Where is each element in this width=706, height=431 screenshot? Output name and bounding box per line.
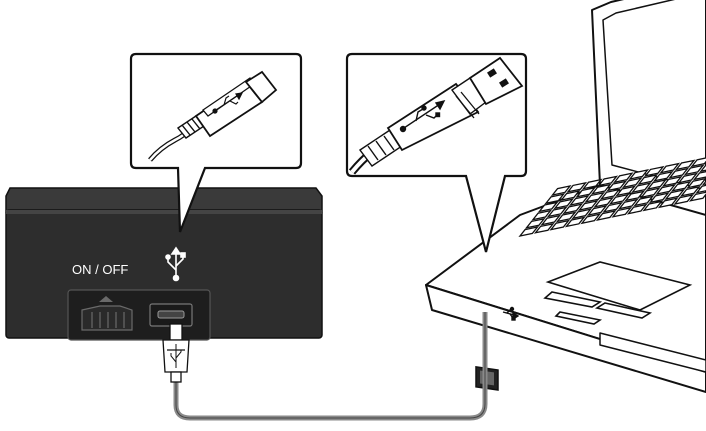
keyboard-key (639, 187, 661, 199)
device-top-cap (5, 187, 323, 213)
keyboard-key (646, 179, 668, 190)
keyboard-key (608, 193, 630, 205)
keyboard-key (699, 164, 706, 173)
keyboard-key (688, 191, 706, 202)
keyboard-key (566, 181, 588, 193)
laptop-screen-bezel (602, 0, 706, 191)
keyboard-key (537, 201, 559, 213)
charging-device: ON / OFF (5, 187, 323, 341)
device-micro-usb-port (149, 303, 193, 327)
keyboard-key (659, 162, 681, 174)
keyboard-key (549, 219, 571, 231)
keyboard-key (673, 194, 695, 205)
keyboard-key (546, 206, 568, 218)
keyboard-key (655, 184, 677, 195)
callout-left (129, 52, 303, 233)
keyboard-key (544, 193, 566, 205)
keyboard-key (564, 216, 586, 228)
keyboard-key (581, 178, 603, 190)
keyboard-key (624, 190, 646, 202)
keyboard-key (633, 195, 655, 207)
keyboard-key (571, 208, 593, 220)
keyboard-key (621, 177, 643, 189)
keyboard-key (683, 164, 705, 176)
micro-plug-usb-icon (170, 344, 182, 368)
keyboard-key (652, 170, 674, 182)
keyboard-key (679, 185, 701, 197)
keyboard-key (577, 200, 599, 211)
laptop-touchpad (543, 261, 693, 325)
keyboard-key (617, 198, 639, 210)
keyboard-key (540, 214, 562, 226)
keyboard-key (677, 172, 699, 184)
keyboard-key (599, 188, 621, 200)
laptop-side-slot (599, 332, 706, 373)
keyboard-key (630, 182, 652, 194)
keyboard-key (575, 186, 597, 198)
device-usb-trident-icon (165, 246, 186, 282)
callout-left-usb-icon (212, 92, 244, 114)
keyboard-key (531, 209, 553, 221)
keyboard-key (518, 226, 540, 237)
keyboard-key (670, 180, 692, 192)
power-label: ON / OFF (72, 262, 128, 277)
keyboard-key (664, 189, 686, 200)
laptop-port-usb-icon (502, 306, 520, 321)
usb-cable-outline (175, 312, 486, 419)
keyboard-key (628, 169, 650, 180)
keyboard-key (637, 174, 659, 185)
keyboard-key (692, 171, 706, 181)
keyboard-key (615, 185, 637, 197)
keyboard-key (550, 185, 572, 196)
callout-right-usb-icon (399, 99, 446, 133)
keyboard-key (602, 201, 624, 213)
keyboard-key (580, 213, 602, 225)
keyboard-key (533, 222, 555, 234)
keyboard-key (648, 192, 670, 204)
keyboard-key (562, 203, 584, 215)
keyboard-key (593, 196, 615, 208)
keyboard-key (524, 217, 546, 229)
keyboard-key (612, 172, 634, 184)
keyboard-key (643, 165, 665, 177)
keyboard-key (597, 175, 619, 187)
keyboard-key (611, 206, 633, 218)
keyboard-key (701, 180, 706, 186)
keyboard-key (657, 197, 679, 209)
keyboard-key (686, 177, 706, 189)
keyboard-key (590, 183, 612, 195)
keyboard-key (586, 205, 608, 216)
keyboard-key (674, 159, 696, 171)
callout-right (345, 52, 528, 253)
keyboard-key (595, 210, 617, 221)
keyboard-key (568, 195, 590, 206)
keyboard-key (553, 198, 575, 210)
keyboard-key (626, 203, 648, 215)
laptop-keyboard (518, 157, 706, 237)
keyboard-key (555, 211, 577, 223)
keyboard-key (668, 167, 690, 179)
keyboard-key (661, 175, 683, 187)
keyboard-key (642, 200, 664, 212)
keyboard-key (690, 157, 706, 168)
keyboard-key (584, 191, 606, 203)
power-slide-switch-icon[interactable] (81, 296, 133, 331)
keyboard-key (606, 180, 628, 192)
keyboard-key (559, 190, 581, 201)
keyboard-key (695, 184, 706, 194)
